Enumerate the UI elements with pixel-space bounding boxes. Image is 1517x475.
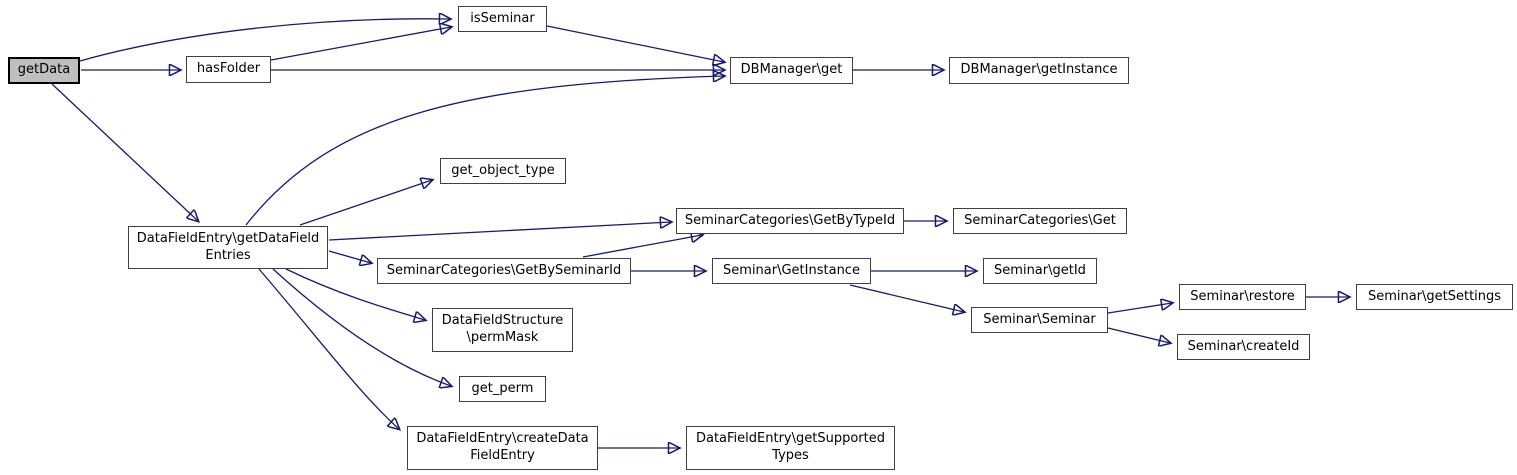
node-DBManager-get[interactable]: DBManager\get xyxy=(730,57,853,84)
node-hasFolder[interactable]: hasFolder xyxy=(186,56,271,83)
node-SeminarCategories-Get[interactable]: SeminarCategories\Get xyxy=(953,208,1127,234)
edge-getdatafieldentries-get-object-type xyxy=(299,180,432,226)
edge-getdatafieldentries-getbyseminarid xyxy=(328,250,371,263)
edge-hasfolder-isseminar xyxy=(270,27,451,61)
node-getData: getData xyxy=(8,57,80,84)
edge-getdata-isseminar xyxy=(79,19,450,62)
node-Seminar-createId[interactable]: Seminar\createId xyxy=(1177,334,1310,360)
node-DataFieldEntry-getSupportedTypes[interactable]: DataFieldEntry\getSupported Types xyxy=(686,426,895,470)
node-isSeminar[interactable]: isSeminar xyxy=(458,6,547,32)
node-Seminar-getSettings[interactable]: Seminar\getSettings xyxy=(1356,284,1513,310)
node-Seminar-GetInstance[interactable]: Seminar\GetInstance xyxy=(712,258,871,284)
node-SeminarCategories-GetBySeminarId[interactable]: SeminarCategories\GetBySeminarId xyxy=(377,258,631,284)
edge-getdata-getdatafieldentries xyxy=(51,83,198,221)
node-Seminar-getId[interactable]: Seminar\getId xyxy=(983,258,1097,284)
node-DataFieldEntry-createDataFieldEntry[interactable]: DataFieldEntry\createData FieldEntry xyxy=(407,426,598,470)
edge-getdatafieldentries-get-perm xyxy=(272,268,451,386)
edge-getdatafieldentries-permmask xyxy=(285,268,425,320)
node-Seminar-Seminar[interactable]: Seminar\Seminar xyxy=(971,307,1108,333)
node-DBManager-getInstance[interactable]: DBManager\getInstance xyxy=(949,57,1129,84)
edge-getdatafieldentries-getbytypeid xyxy=(328,222,671,241)
node-get-perm[interactable]: get_perm xyxy=(459,376,546,402)
edge-seminar-getinstance-seminar xyxy=(849,284,964,312)
node-Seminar-restore[interactable]: Seminar\restore xyxy=(1179,284,1306,310)
edge-isseminar-dbmanager-get xyxy=(546,25,724,62)
edge-getdatafieldentries-createdatafieldentry xyxy=(258,268,399,429)
edge-seminar-seminar-createid xyxy=(1107,327,1170,343)
node-DataFieldEntry-getDataFieldEntries[interactable]: DataFieldEntry\getDataField Entries xyxy=(128,226,328,269)
node-DataFieldStructure-permMask[interactable]: DataFieldStructure \permMask xyxy=(432,308,573,352)
edge-seminar-seminar-restore xyxy=(1107,303,1172,314)
node-SeminarCategories-GetByTypeId[interactable]: SeminarCategories\GetByTypeId xyxy=(676,208,904,234)
edge-getbyseminarid-getbytypeid xyxy=(582,235,702,258)
node-get-object-type[interactable]: get_object_type xyxy=(440,158,566,184)
edge-getdatafieldentries-dbmanager-get xyxy=(245,76,724,226)
